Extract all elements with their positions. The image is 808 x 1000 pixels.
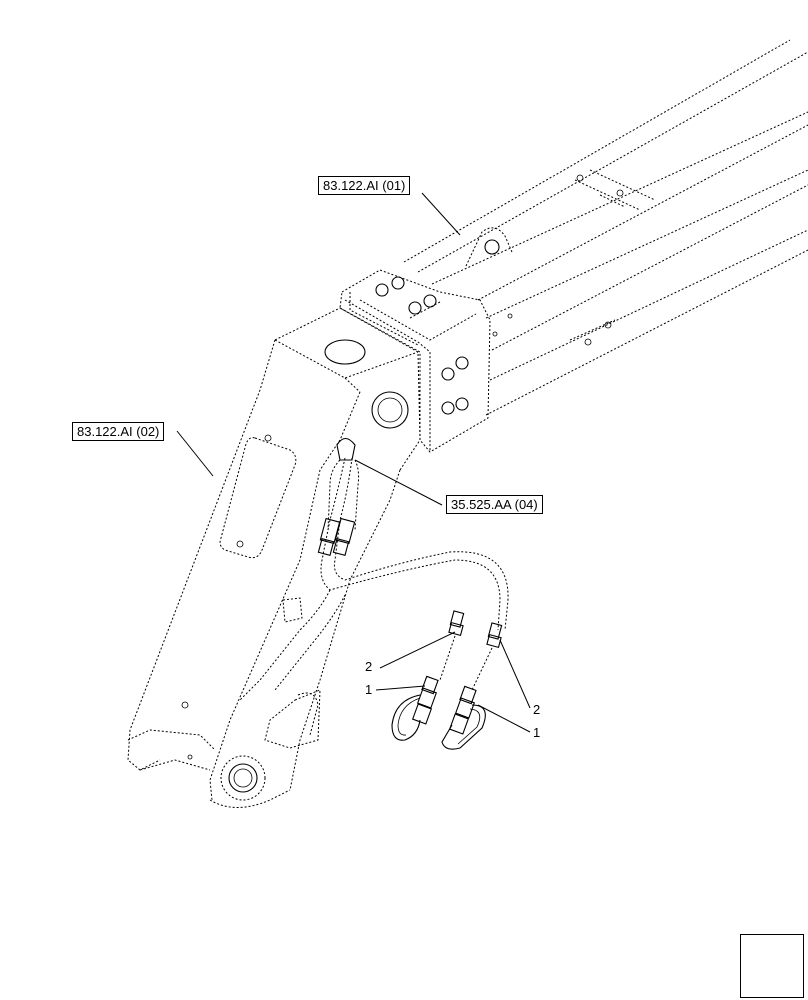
hose-routing [239, 437, 509, 701]
nav-box[interactable] [740, 934, 804, 998]
rail-bolts [492, 174, 624, 346]
left-coupler [391, 610, 465, 741]
boom-arm [127, 339, 401, 801]
callout-right-2: 2 [533, 702, 541, 717]
lifting-eye [465, 227, 513, 267]
callout-left-1: 1 [365, 682, 373, 697]
boom-foot-pin [181, 701, 291, 808]
ref-hydraulic[interactable]: 35.525.AA (04) [446, 495, 543, 514]
hose-clamps [264, 597, 321, 749]
access-panel [219, 434, 297, 559]
boom-upper-rails [403, 39, 808, 416]
ref-boom-top[interactable]: 83.122.AI (01) [318, 176, 411, 195]
callout-right-1: 1 [533, 725, 541, 740]
flange-bolts-side [441, 356, 469, 415]
callout-left-2: 2 [365, 659, 373, 674]
right-coupler [441, 622, 503, 750]
leader-lines [176, 192, 531, 733]
hose-fittings [317, 517, 356, 556]
ref-boom-arm[interactable]: 83.122.AI (02) [72, 422, 165, 441]
flange-bolts-top [375, 276, 437, 315]
boom-head [274, 307, 421, 471]
